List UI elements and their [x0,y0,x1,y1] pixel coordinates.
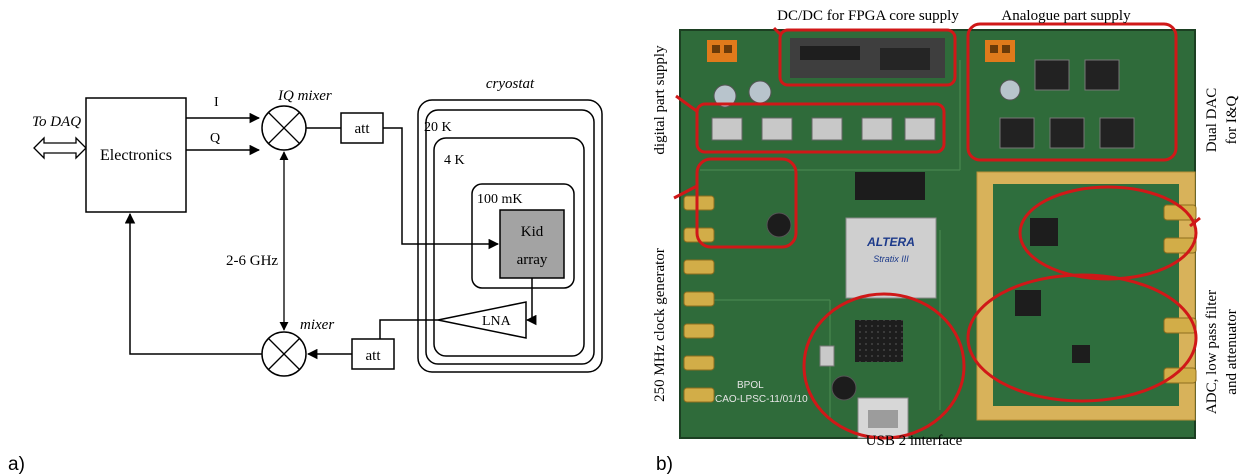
att-to-kid-line [383,127,500,250]
mixer-to-electronics-line [124,212,262,355]
kid-to-lna-line [525,278,537,326]
panel-a-label: a) [8,454,25,475]
to-daq-label: To DAQ [32,114,81,130]
power-terminal-right [985,40,1015,62]
sma-connectors-left [683,195,715,403]
panel-b-board-photo: ALTERA Stratix III BPOL [652,8,1240,475]
highlight-clock [695,157,798,249]
power-terminal-left [707,40,737,62]
cryostat-label: cryostat [486,76,535,92]
label-usb: USB 2 interface [866,433,963,449]
lna-label: LNA [482,314,512,329]
panel-a-diagram: To DAQ Electronics I Q IQ mixer att cryo… [8,76,603,475]
fpga-brand: ALTERA [866,235,915,249]
label-clock: 250 MHz clock generator [652,248,668,402]
highlight-annotations [673,22,1201,440]
highlight-adc [966,273,1198,403]
panel-b-label: b) [656,454,673,475]
signal-i-label: I [214,95,219,110]
att-top-box [340,112,384,144]
stage-20k-box [425,109,595,365]
adc-chip [1015,290,1041,316]
label-digital: digital part supply [652,45,668,155]
board-id-line1: BPOL [737,380,764,391]
fpga-chip [845,217,937,299]
iq-mixer-icon [261,105,307,151]
label-dac-line2: for I&Q [1224,95,1240,144]
kid-array-line1: Kid [521,224,544,240]
highlight-digital [695,102,946,154]
lna-amplifier [437,301,527,339]
fpga-model: Stratix III [873,254,909,264]
memory-chip [855,172,925,200]
sma-connectors-right [1163,204,1197,384]
highlight-dcdc [778,28,957,87]
att-bottom-box [351,338,395,370]
mixer-icon [261,331,307,377]
daq-double-arrow-icon [33,136,87,160]
electronics-label: Electronics [100,147,172,164]
kid-array-line2: array [517,252,548,268]
label-adc-line2: and attenuator [1224,309,1240,394]
stage-100mk-label: 100 mK [477,192,523,207]
label-adc-line1: ADC, low pass filter [1204,290,1220,414]
stage-20k-label: 20 K [424,120,452,135]
iq-mixer-label: IQ mixer [277,88,332,104]
highlight-analogue [966,22,1178,162]
stage-100mk-box [471,183,575,289]
signal-q-label: Q [210,131,220,146]
label-dcdc: DC/DC for FPGA core supply [777,8,959,24]
stage-4k-box [433,137,585,357]
analogue-regulators [999,59,1135,149]
dac-chip [1030,218,1058,246]
digital-regulators [711,117,936,141]
att-top-label: att [355,121,371,137]
highlight-usb [802,292,966,440]
att-bottom-label: att [366,348,382,364]
label-analogue: Analogue part supply [1001,8,1131,24]
stage-4k-label: 4 K [444,153,465,168]
mixer-label: mixer [300,317,334,333]
label-dac-line1: Dual DAC [1204,88,1220,153]
usb-controller-chip [855,320,903,362]
board-id-line2: CAO-LPSC-11/01/10 [715,394,808,405]
lna-to-att-line [379,319,438,339]
electronics-box [85,97,187,213]
highlight-dac [1018,185,1198,281]
frequency-label: 2-6 GHz [226,253,278,269]
cryostat-box [417,99,603,373]
